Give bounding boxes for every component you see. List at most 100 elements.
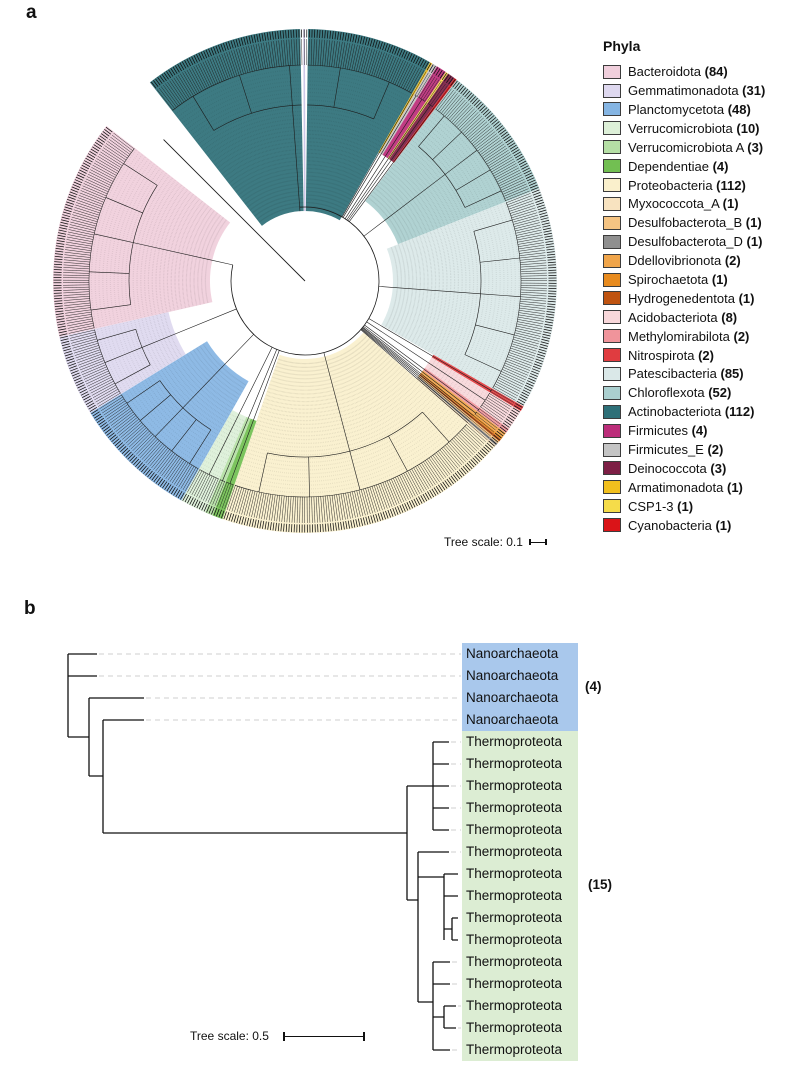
phyla-legend: Phyla Bacteroidota (84) Gemmatimonadota (… bbox=[603, 38, 800, 537]
leaf-branches bbox=[62, 38, 548, 524]
legend-item: Chloroflexota (52) bbox=[603, 385, 800, 400]
legend-color-swatch bbox=[603, 272, 621, 287]
taxon-row-thermoproteota: Thermoproteota bbox=[462, 907, 578, 929]
legend-item: Verrucomicrobiota A (3) bbox=[603, 140, 800, 155]
legend-item-label: Bacteroidota (84) bbox=[628, 64, 728, 80]
legend-item-label: Desulfobacterota_B (1) bbox=[628, 215, 762, 231]
phylum-sector-Proteobacteria bbox=[222, 332, 495, 533]
leaf-leader-lines bbox=[99, 653, 461, 1051]
taxon-row-thermoproteota: Thermoproteota bbox=[462, 1039, 578, 1061]
taxon-row-thermoproteota: Thermoproteota bbox=[462, 995, 578, 1017]
legend-item: Desulfobacterota_B (1) bbox=[603, 215, 800, 231]
phylum-sector-Bacteroidota bbox=[52, 125, 231, 337]
legend-item: Dependentiae (4) bbox=[603, 158, 800, 174]
taxon-row-thermoproteota: Thermoproteota bbox=[462, 1017, 578, 1039]
legend-item: Patescibacteria (85) bbox=[603, 366, 800, 381]
legend-color-swatch bbox=[603, 461, 621, 476]
legend-item: Hydrogenedentota (1) bbox=[603, 290, 800, 306]
legend-item: CSP1-3 (1) bbox=[603, 498, 800, 514]
panel-a-label: a bbox=[26, 2, 37, 23]
legend-item-label: Actinobacteriota (112) bbox=[628, 404, 755, 420]
legend-item-label: Dependentiae (4) bbox=[628, 158, 729, 174]
legend-color-swatch bbox=[603, 366, 621, 381]
legend-color-swatch bbox=[603, 178, 621, 193]
legend-color-swatch bbox=[603, 140, 621, 155]
clade-arc bbox=[477, 408, 480, 412]
legend-color-swatch bbox=[603, 348, 621, 363]
legend-item: Firmicutes (4) bbox=[603, 423, 800, 438]
legend-item: Cyanobacteria (1) bbox=[603, 517, 800, 533]
legend-color-swatch bbox=[603, 121, 621, 136]
legend-item: Armatimonadota (1) bbox=[603, 479, 800, 495]
tree-scale-a-bar bbox=[529, 539, 547, 546]
taxon-row-thermoproteota: Thermoproteota bbox=[462, 797, 578, 819]
panel-b-branches bbox=[67, 653, 458, 1051]
legend-color-swatch bbox=[603, 404, 621, 419]
legend-item-label: Armatimonadota (1) bbox=[628, 479, 743, 495]
taxon-row-nanoarchaeota: Nanoarchaeota bbox=[462, 643, 578, 665]
taxon-row-thermoproteota: Thermoproteota bbox=[462, 951, 578, 973]
legend-item-label: Proteobacteria (112) bbox=[628, 177, 746, 193]
scalebar-end-tick bbox=[283, 1031, 285, 1041]
legend-item: Firmicutes_E (2) bbox=[603, 442, 800, 457]
legend-item-label: Hydrogenedentota (1) bbox=[628, 290, 755, 306]
tree-scale-b-label: Tree scale: 0.5 bbox=[190, 1029, 269, 1043]
scalebar-end-tick bbox=[529, 539, 531, 546]
clade-arc bbox=[480, 392, 490, 408]
root-branch bbox=[163, 139, 306, 282]
taxon-row-thermoproteota: Thermoproteota bbox=[462, 841, 578, 863]
phylum-sector-Verrucomicrobiota-A bbox=[205, 416, 251, 516]
phylum-sector-Gemmatimonadota bbox=[59, 312, 186, 413]
taxon-row-thermoproteota: Thermoproteota bbox=[462, 863, 578, 885]
scalebar-end-tick bbox=[363, 1031, 365, 1041]
legend-item-label: Planctomycetota (48) bbox=[628, 101, 751, 117]
legend-color-swatch bbox=[603, 442, 621, 457]
legend-list: Bacteroidota (84) Gemmatimonadota (31) Pla… bbox=[603, 64, 800, 533]
legend-color-swatch bbox=[603, 215, 621, 230]
taxon-row-thermoproteota: Thermoproteota bbox=[462, 973, 578, 995]
legend-item: Myxococcota_A (1) bbox=[603, 196, 800, 211]
legend-color-swatch bbox=[603, 385, 621, 400]
legend-item-label: Cyanobacteria (1) bbox=[628, 517, 732, 533]
legend-item-label: Ddellovibrionota (2) bbox=[628, 253, 741, 269]
legend-item: Ddellovibrionota (2) bbox=[603, 253, 800, 269]
legend-color-swatch bbox=[603, 291, 621, 306]
legend-item-label: Methylomirabilota (2) bbox=[628, 328, 750, 344]
legend-color-swatch bbox=[603, 253, 621, 268]
legend-item: Planctomycetota (48) bbox=[603, 101, 800, 117]
clade-arc bbox=[414, 94, 418, 97]
legend-item-label: Spirochaetota (1) bbox=[628, 271, 728, 287]
legend-item: Nitrospirota (2) bbox=[603, 347, 800, 363]
legend-color-swatch bbox=[603, 499, 621, 514]
legend-item-label: Acidobacteriota (8) bbox=[628, 309, 738, 325]
tree-scale-b-bar bbox=[283, 1031, 365, 1041]
clade-arc bbox=[474, 411, 477, 415]
legend-color-swatch bbox=[603, 329, 621, 344]
phylum-sector-Actinobacteriota bbox=[149, 28, 431, 226]
taxon-row-nanoarchaeota: Nanoarchaeota bbox=[462, 687, 578, 709]
legend-item-label: CSP1-3 (1) bbox=[628, 498, 694, 514]
legend-color-swatch bbox=[603, 102, 621, 117]
legend-item: Gemmatimonadota (31) bbox=[603, 83, 800, 98]
legend-item-label: Firmicutes_E (2) bbox=[628, 442, 724, 457]
legend-item: Verrucomicrobiota (10) bbox=[603, 121, 800, 136]
legend-item: Proteobacteria (112) bbox=[603, 177, 800, 193]
legend-color-swatch bbox=[603, 64, 621, 79]
taxon-row-thermoproteota: Thermoproteota bbox=[462, 753, 578, 775]
taxon-row-thermoproteota: Thermoproteota bbox=[462, 775, 578, 797]
legend-item-label: Nitrospirota (2) bbox=[628, 347, 714, 363]
legend-color-swatch bbox=[603, 518, 621, 533]
legend-title: Phyla bbox=[603, 38, 641, 54]
clade-count-nanoarchaeota: (4) bbox=[585, 679, 602, 694]
legend-color-swatch bbox=[603, 480, 621, 495]
legend-color-swatch bbox=[603, 234, 621, 249]
legend-color-swatch bbox=[603, 310, 621, 325]
legend-item: Actinobacteriota (112) bbox=[603, 404, 800, 420]
legend-color-swatch bbox=[603, 159, 621, 174]
legend-color-swatch bbox=[603, 423, 621, 438]
taxon-row-thermoproteota: Thermoproteota bbox=[462, 731, 578, 753]
clade-count-thermoproteota: (15) bbox=[588, 877, 613, 892]
phylum-sector-Patescibacteria bbox=[381, 188, 557, 407]
